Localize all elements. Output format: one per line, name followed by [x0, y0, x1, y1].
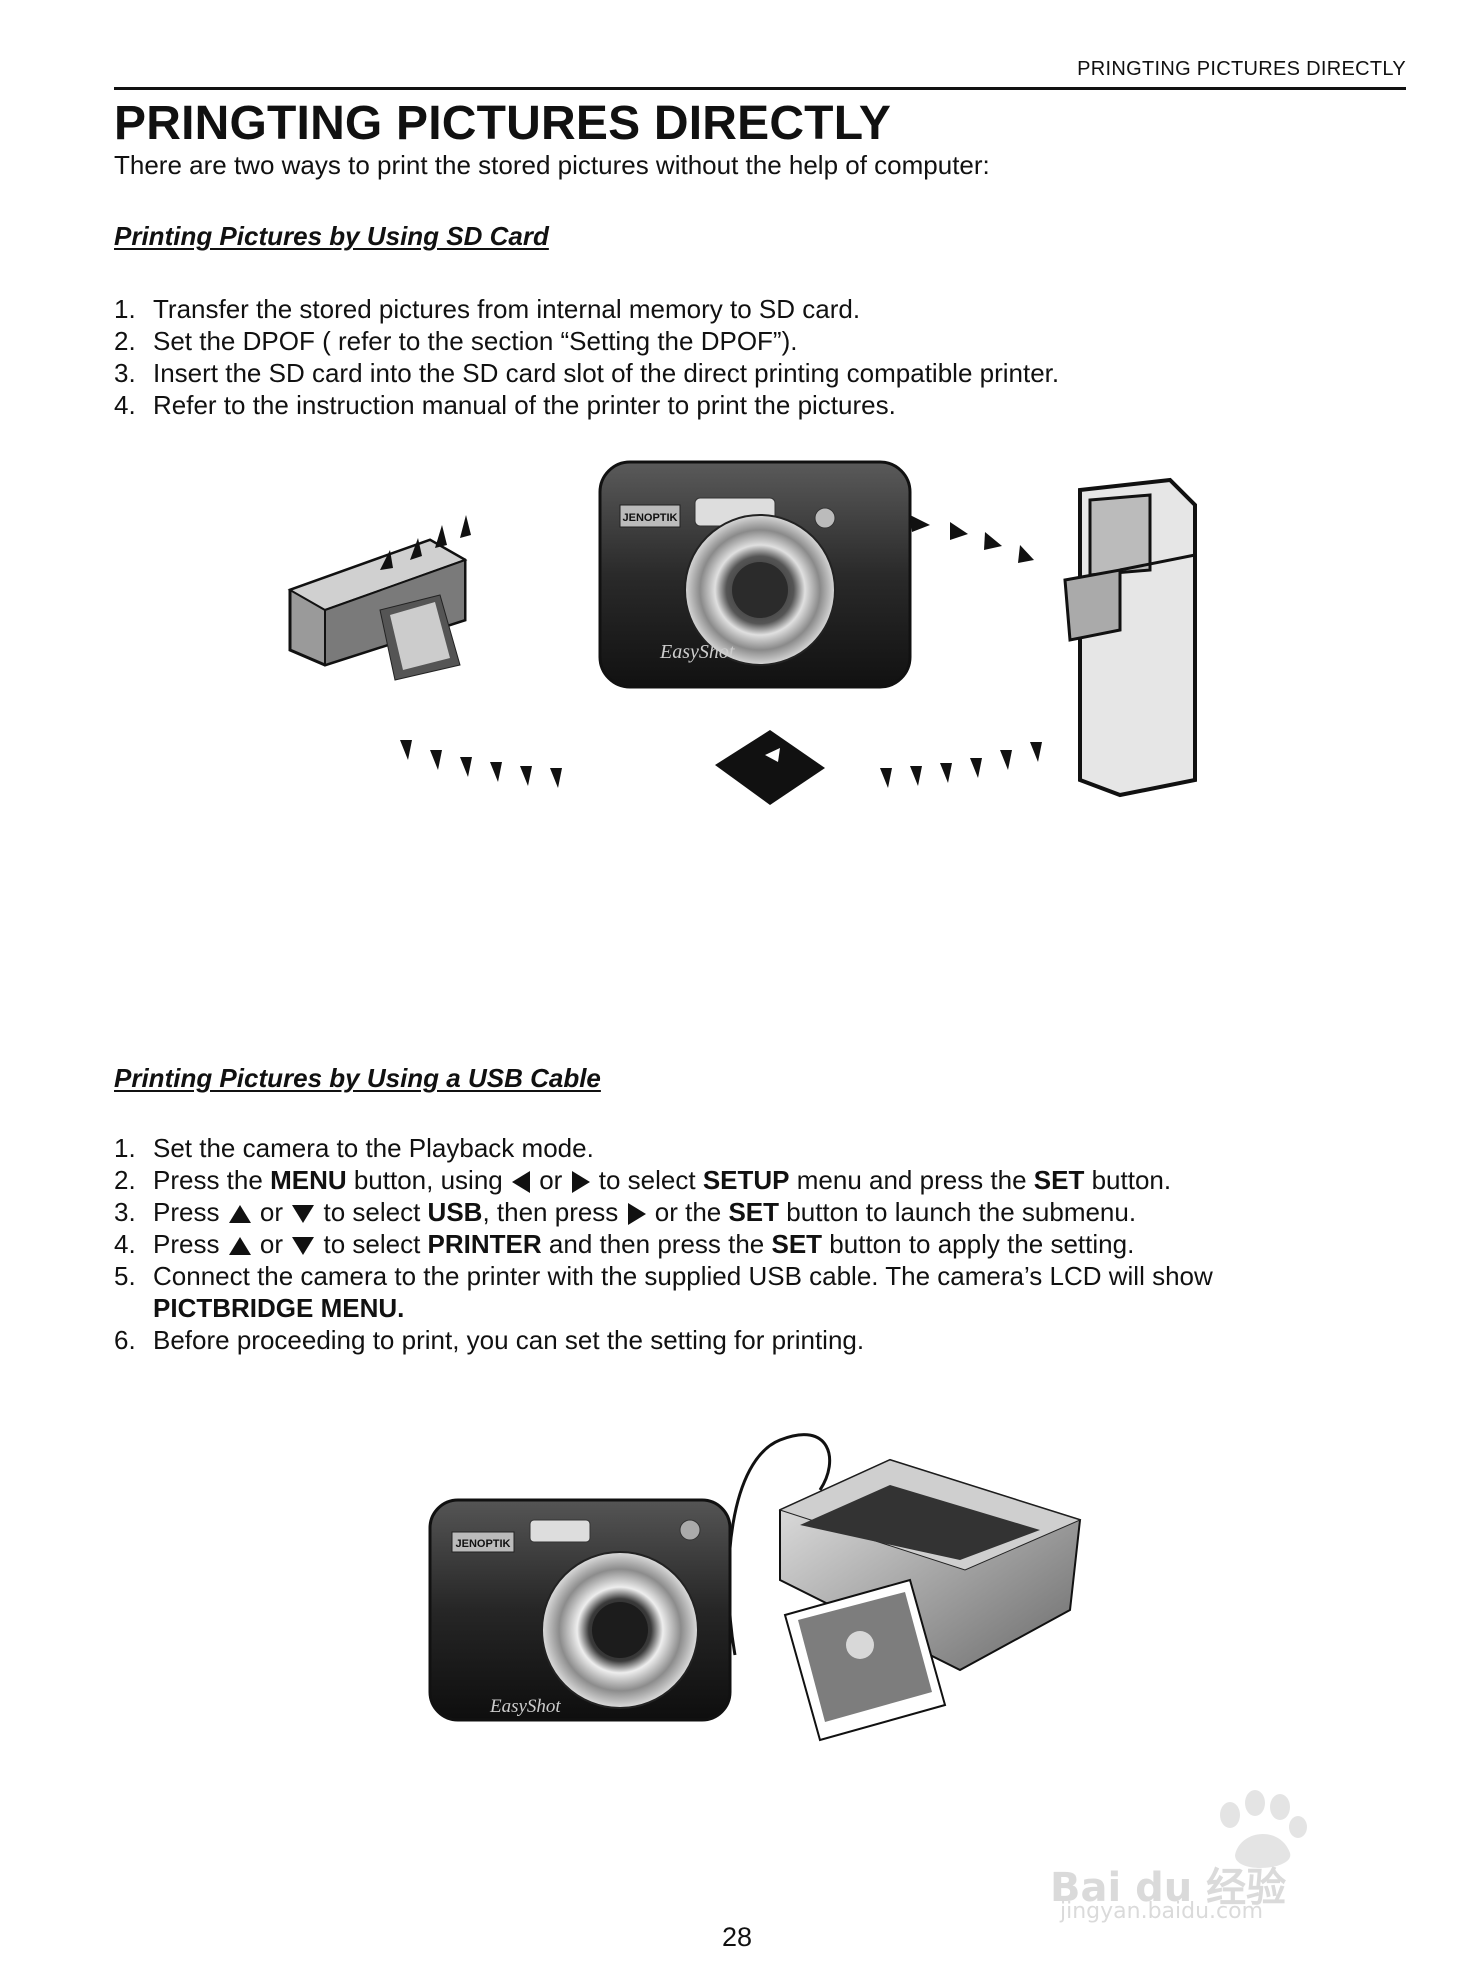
list-item: 1.Transfer the stored pictures from inte…	[114, 294, 861, 324]
list-item: 6.Before proceeding to print, you can se…	[114, 1325, 865, 1355]
usb-section-heading: Printing Pictures by Using a USB Cable	[114, 1063, 601, 1093]
sd-card-icon	[715, 730, 825, 805]
down-arrow-icon	[292, 1205, 315, 1224]
sd-section-heading: Printing Pictures by Using SD Card	[114, 221, 549, 251]
list-item: 2.Press the MENU button, using or to sel…	[114, 1165, 1172, 1195]
flow-arrows	[380, 515, 1042, 788]
printer-icon	[287, 538, 468, 681]
intro-text: There are two ways to print the stored p…	[114, 150, 990, 180]
running-header: PRINGTING PICTURES DIRECTLY	[114, 58, 1406, 90]
right-arrow-icon	[571, 1171, 590, 1194]
photo-kiosk-icon	[1063, 477, 1197, 798]
page-title: PRINGTING PICTURES DIRECTLY	[114, 97, 892, 150]
svg-text:EasyShot: EasyShot	[659, 641, 735, 663]
usb-printing-illustration: JENOPTIK EasyShot	[428, 1433, 1082, 1742]
up-arrow-icon	[228, 1237, 251, 1256]
camera-icon: JENOPTIK EasyShot	[598, 460, 912, 689]
list-item: 4.Refer to the instruction manual of the…	[114, 390, 896, 420]
paw-logo-icon	[1220, 1790, 1307, 1868]
list-item: 4.Press or to select PRINTER and then pr…	[114, 1229, 1135, 1259]
page-number: 28	[721, 1922, 753, 1952]
sd-printing-illustration: JENOPTIK EasyShot	[287, 460, 1197, 805]
camera-icon: JENOPTIK EasyShot	[428, 1498, 732, 1722]
sd-steps-list: 1.Transfer the stored pictures from inte…	[114, 293, 1059, 421]
svg-text:JENOPTIK: JENOPTIK	[622, 512, 677, 524]
right-arrow-icon	[627, 1203, 646, 1226]
down-arrow-icon	[292, 1237, 315, 1256]
usb-steps-list: 1.Set the camera to the Playback mode. 2…	[114, 1132, 1213, 1356]
list-item: 3.Insert the SD card into the SD card sl…	[114, 358, 1060, 388]
left-arrow-icon	[511, 1171, 530, 1194]
svg-text:EasyShot: EasyShot	[489, 1696, 561, 1717]
svg-text:JENOPTIK: JENOPTIK	[455, 1538, 510, 1550]
up-arrow-icon	[228, 1205, 251, 1224]
list-item: 3.Press or to select USB, then press or …	[114, 1197, 1137, 1227]
printed-photo	[783, 1578, 947, 1742]
baidu-watermark: Bai du 经验 jingyan.baidu.com	[1040, 1785, 1420, 1925]
list-item: 1.Set the camera to the Playback mode.	[114, 1133, 594, 1163]
list-item: 2.Set the DPOF ( refer to the section “S…	[114, 326, 798, 356]
list-item: 5.Connect the camera to the printer with…	[114, 1261, 1213, 1323]
